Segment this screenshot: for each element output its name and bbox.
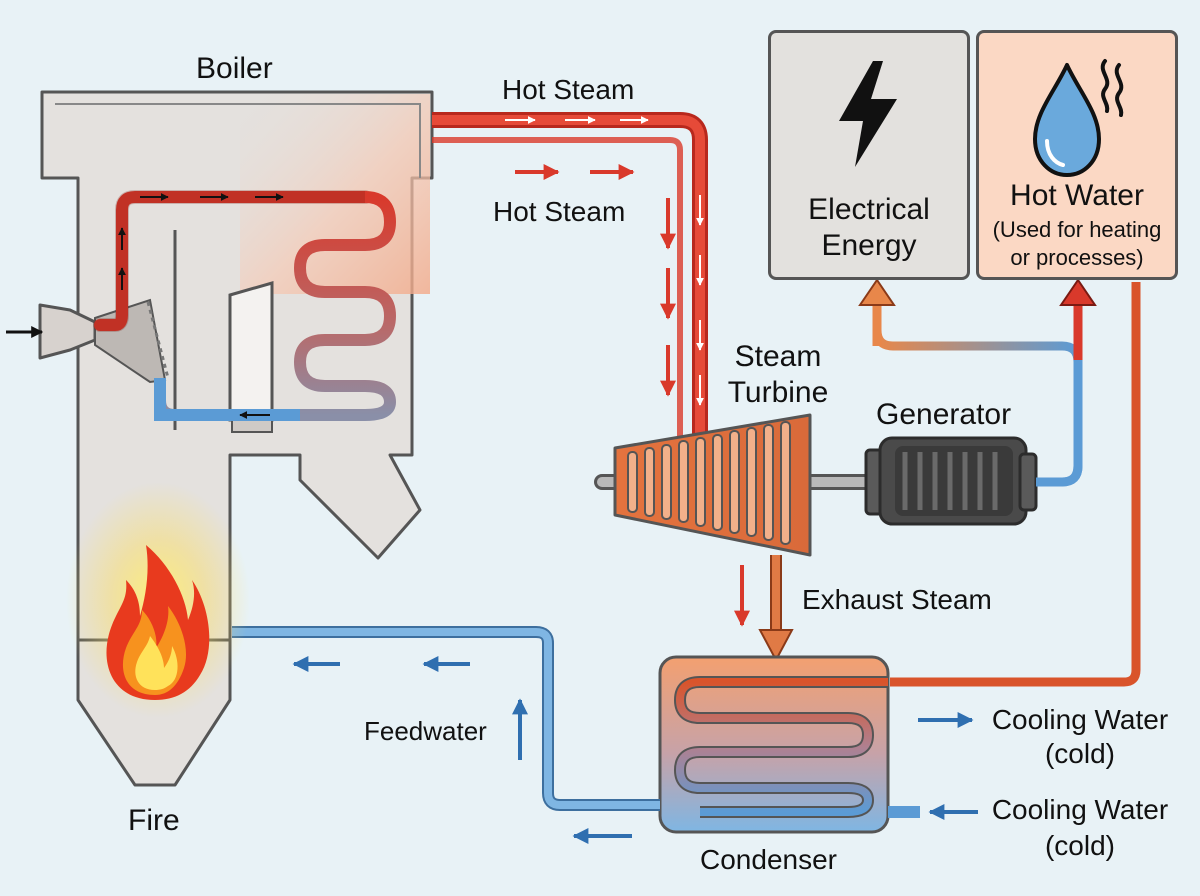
feedwater-label: Feedwater (364, 716, 487, 746)
hot-water-box: Hot Water (Used for heating or processes… (976, 30, 1178, 280)
boiler-baffle-2 (228, 281, 274, 422)
boiler-riser-pipe (94, 191, 371, 331)
cooling-water-out-label-2: (cold) (1044, 738, 1115, 769)
electrical-energy-line2: Energy (821, 229, 917, 262)
hot-steam-label-lower: Hot Steam (493, 196, 626, 227)
electrical-energy-line1: Electrical (808, 193, 930, 226)
condenser-unit (658, 655, 920, 834)
flame-icon (66, 482, 250, 718)
hot-water-subtitle-2: or processes) (1010, 245, 1144, 270)
steam-flow-arrows (515, 164, 750, 627)
lightning-bolt-icon (839, 61, 897, 167)
superheater-coil (154, 191, 396, 421)
hot-water-return-pipe (890, 282, 1141, 687)
cooling-water-out-label-1: Cooling Water (991, 704, 1169, 735)
steam-turbine (594, 413, 888, 557)
cooling-water-in-label-1: Cooling Water (991, 794, 1169, 825)
generator-unit (864, 436, 1038, 526)
hot-steam-pipe (432, 112, 708, 440)
generator-label: Generator (876, 398, 1012, 431)
boiler-label: Boiler (196, 52, 273, 85)
exhaust-steam-pipe (758, 555, 794, 663)
turbine-blades (627, 421, 791, 545)
steam-turbine-label-2: Turbine (727, 376, 829, 409)
hot-water-title: Hot Water (1010, 179, 1144, 212)
condenser-label: Condenser (700, 844, 837, 875)
boiler-inner-roof (55, 103, 421, 178)
hot-water-subtitle-1: (Used for heating (992, 217, 1162, 242)
burner-inlet (6, 298, 170, 384)
feedwater-pipe (232, 626, 660, 844)
water-drop-steam-icon (1033, 59, 1124, 177)
hot-steam-label-top: Hot Steam (502, 74, 635, 105)
boiler-pipes (93, 190, 396, 421)
output-pipes (858, 278, 1097, 487)
steam-turbine-label-1: Steam (734, 340, 822, 373)
electrical-energy-box: Electrical Energy (768, 30, 970, 280)
fire-label: Fire (128, 804, 180, 837)
cooling-water-in-label-2: (cold) (1044, 830, 1115, 861)
exhaust-steam-label: Exhaust Steam (802, 584, 992, 615)
